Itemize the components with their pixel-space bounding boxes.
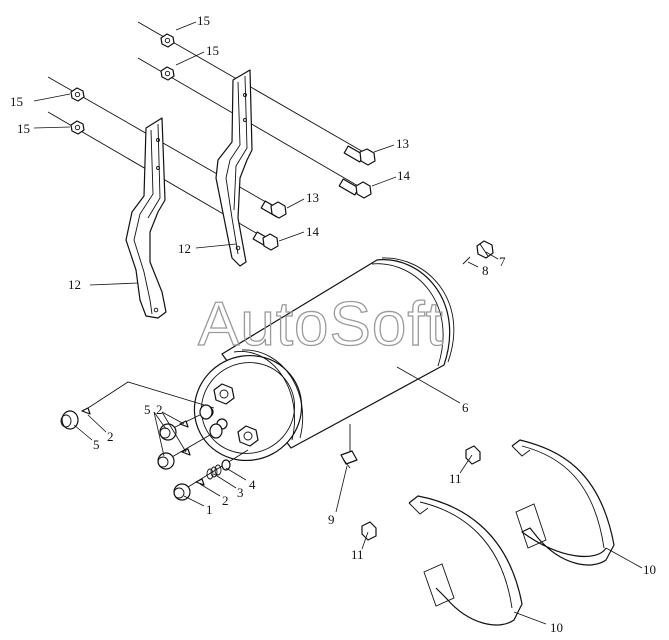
callout-2-upper: 2 [156, 402, 163, 417]
seal-4 [221, 459, 231, 471]
callout-14-lower: 14 [306, 224, 320, 239]
callout-13-lower: 13 [306, 190, 319, 205]
callout-10-right: 10 [643, 562, 656, 577]
clip-11-b [361, 521, 377, 541]
spring-3 [206, 464, 222, 480]
bolt-13-upper [343, 145, 376, 166]
callout-10-left: 10 [550, 620, 563, 635]
callout-12-upper: 12 [178, 241, 191, 256]
callout-15-d: 15 [17, 121, 30, 136]
clip-11-a [465, 445, 481, 465]
washer-2-lower [195, 478, 205, 486]
callout-4: 4 [249, 477, 256, 492]
callout-6: 6 [462, 400, 469, 415]
callout-labels: 15 15 15 15 13 14 13 14 12 12 7 8 6 9 11… [10, 13, 656, 635]
callout-7: 7 [499, 254, 506, 269]
plug-7 [476, 240, 494, 259]
callout-8: 8 [482, 263, 489, 278]
callout-2-lower: 2 [222, 493, 229, 508]
callout-5-upper: 5 [144, 402, 151, 417]
seal-8 [462, 256, 471, 265]
bolt-13-lower [260, 200, 287, 219]
nut-15-d [70, 120, 85, 135]
plug-5-lower [157, 423, 223, 470]
callout-15-b: 15 [206, 43, 219, 58]
callout-15-c: 15 [10, 94, 23, 109]
leader-lines [33, 21, 643, 625]
callout-11-a: 11 [449, 471, 462, 486]
washer-2-left [81, 407, 91, 415]
nut-15-a [160, 33, 175, 48]
plug-5-left [60, 410, 79, 430]
callout-12-lower: 12 [68, 277, 81, 292]
bolt-14-upper [338, 178, 372, 199]
callout-11-b: 11 [351, 547, 364, 562]
strap-10-left [408, 495, 523, 626]
nut-15-c [70, 87, 85, 102]
callout-5-left: 5 [93, 437, 100, 452]
callout-15-a: 15 [197, 13, 210, 28]
callout-3: 3 [237, 485, 244, 500]
watermark-text: AutoSoft [198, 290, 444, 359]
bolt-14-lower [252, 231, 279, 251]
callout-13-upper: 13 [396, 136, 409, 151]
callout-14-upper: 14 [397, 168, 411, 183]
drain-valve [340, 424, 358, 469]
bracket-right [215, 69, 253, 267]
callout-1: 1 [206, 502, 213, 517]
nut-15-b [160, 66, 175, 81]
strap-10-right [511, 439, 615, 566]
fitting-1 [173, 483, 191, 501]
callout-2-left: 2 [107, 429, 114, 444]
callout-9: 9 [328, 512, 335, 527]
bracket-left [125, 117, 167, 319]
air-tank [193, 257, 455, 462]
